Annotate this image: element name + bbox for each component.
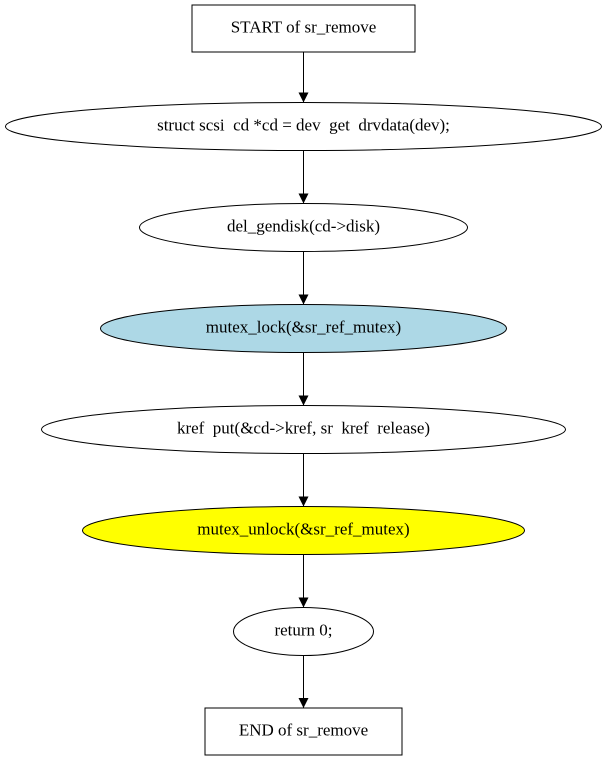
node-end: END of sr_remove xyxy=(204,707,403,756)
mutex-lock-ellipse xyxy=(100,304,507,353)
node-mutex-unlock: mutex_unlock(&sr_ref_mutex) xyxy=(82,506,525,555)
get-drvdata-label: struct scsi cd *cd = dev get drvdata(dev… xyxy=(157,115,450,134)
node-start: START of sr_remove xyxy=(191,4,416,53)
kref-put-ellipse xyxy=(41,405,566,454)
return-ellipse xyxy=(233,607,374,656)
get-drvdata-ellipse xyxy=(5,102,602,151)
return-label: return 0; xyxy=(274,620,332,639)
kref-put-label: kref put(&cd->kref, sr kref release) xyxy=(177,418,430,437)
start-label: START of sr_remove xyxy=(231,17,377,36)
del-gendisk-ellipse xyxy=(139,203,468,252)
node-kref-put: kref put(&cd->kref, sr kref release) xyxy=(41,405,566,454)
del-gendisk-label: del_gendisk(cd->disk) xyxy=(227,216,380,235)
node-del-gendisk: del_gendisk(cd->disk) xyxy=(139,203,468,252)
mutex-unlock-ellipse xyxy=(82,506,525,555)
end-box xyxy=(204,707,403,756)
mutex-unlock-label: mutex_unlock(&sr_ref_mutex) xyxy=(197,519,409,538)
node-mutex-lock: mutex_lock(&sr_ref_mutex) xyxy=(100,304,507,353)
node-return: return 0; xyxy=(233,607,374,656)
start-box xyxy=(191,4,416,53)
mutex-lock-label: mutex_lock(&sr_ref_mutex) xyxy=(206,317,401,336)
node-get-drvdata: struct scsi cd *cd = dev get drvdata(dev… xyxy=(5,102,602,151)
end-label: END of sr_remove xyxy=(239,720,368,739)
